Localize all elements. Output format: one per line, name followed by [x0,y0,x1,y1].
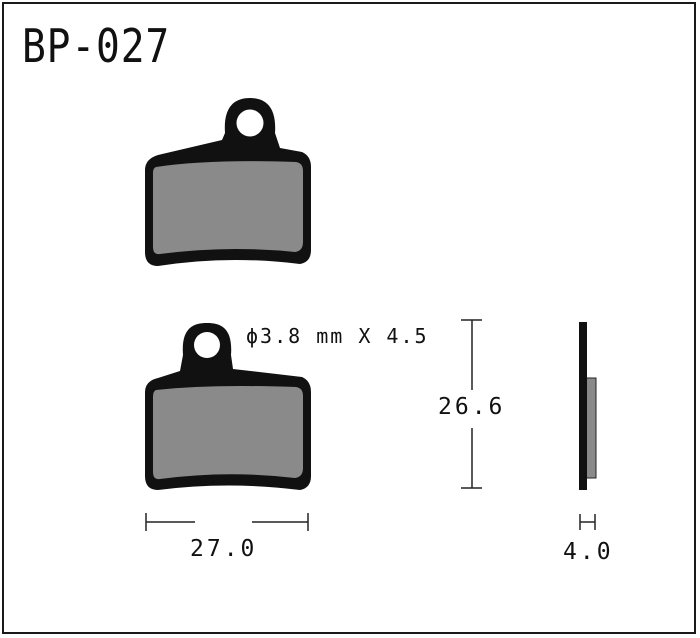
brake-pad-bottom-view [145,323,311,490]
brake-pad-side-view [579,322,597,490]
friction-material-top [153,161,303,255]
height-dimension-line [461,319,482,489]
side-backing-plate [579,322,587,490]
part-number-title: BP-027 [22,19,171,73]
brake-pad-top-view [145,98,311,266]
height-dimension-label: 26.6 [438,394,506,420]
mounting-hole-top [236,109,264,137]
width-dimension-label: 27.0 [190,536,258,562]
friction-material-bottom [153,386,303,480]
width-dimension-line [145,513,309,531]
hole-dimension-label: ϕ3.8 mm X 4.5 [246,324,429,348]
side-friction-material [585,377,597,479]
mounting-hole-bottom [194,332,220,358]
thickness-dimension-label: 4.0 [563,539,614,565]
thickness-dimension-line [579,514,596,530]
